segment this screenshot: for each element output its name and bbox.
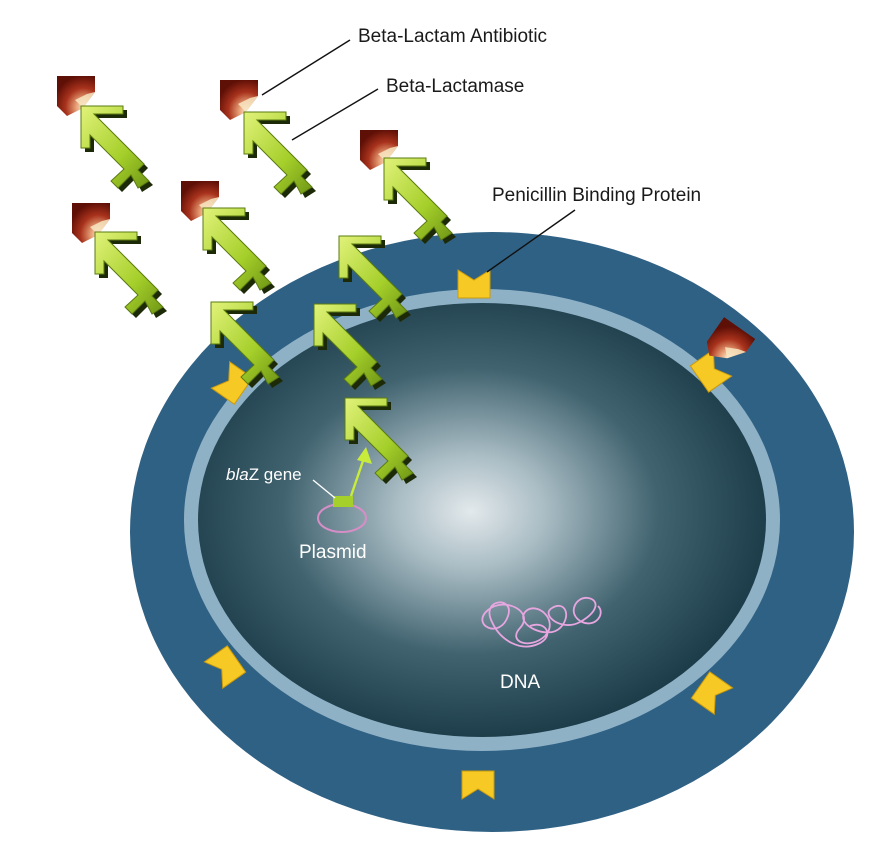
label-beta-lactam-antibiotic: Beta-Lactam Antibiotic bbox=[358, 26, 547, 47]
cytoplasm bbox=[198, 303, 766, 737]
dna-icon bbox=[481, 597, 602, 648]
leader-lines bbox=[261, 39, 576, 273]
label-penicillin-binding-protein: Penicillin Binding Protein bbox=[492, 185, 701, 206]
label-plasmid: Plasmid bbox=[299, 542, 367, 563]
label-blaz-rest: Z gene bbox=[249, 465, 302, 484]
label-dna: DNA bbox=[500, 672, 540, 693]
label-blaz-italic: bla bbox=[226, 465, 249, 484]
label-blaz-gene: blaZ gene bbox=[226, 465, 302, 484]
blaz-gene-marker bbox=[333, 496, 353, 507]
label-beta-lactamase: Beta-Lactamase bbox=[386, 76, 524, 97]
blaz-leader bbox=[312, 479, 336, 499]
expression-arrowhead bbox=[357, 447, 372, 464]
expression-arrow bbox=[349, 457, 366, 497]
